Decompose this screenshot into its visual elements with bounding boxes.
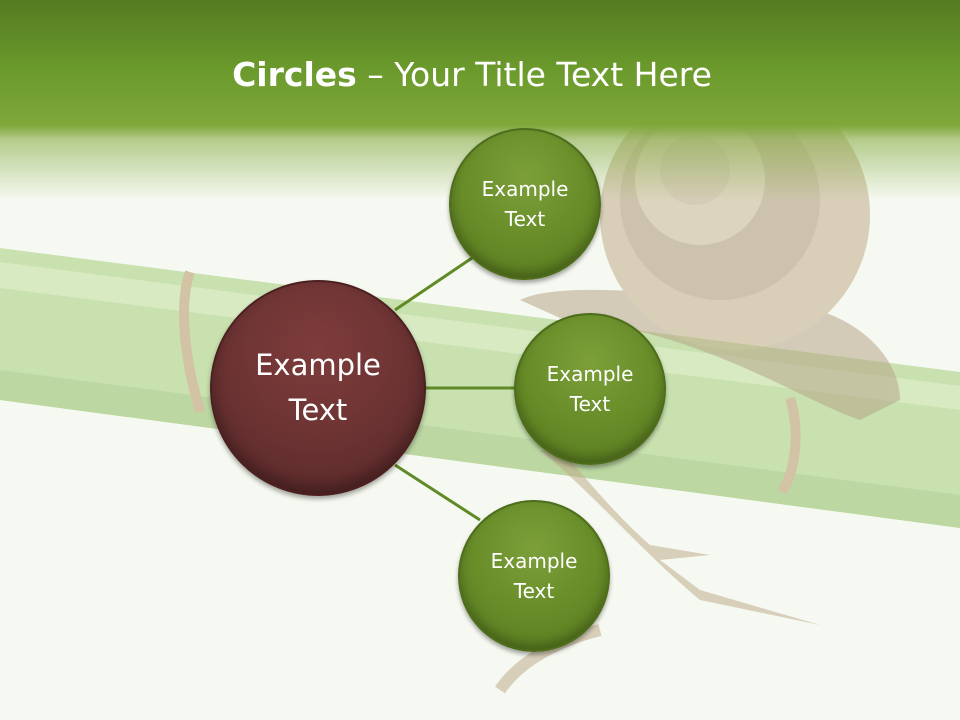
satellite-circle-middle[interactable]: Example Text (514, 313, 666, 465)
connector-to-bottom-circle (394, 463, 481, 522)
center-circle[interactable]: Example Text (210, 280, 426, 496)
connector-to-top-circle (394, 256, 473, 312)
satellite-bottom-label: Example Text (490, 549, 578, 603)
title-rest-part: – Your Title Text Here (356, 55, 712, 94)
satellite-circle-bottom[interactable]: Example Text (458, 500, 610, 652)
title-bold-part: Circles (232, 55, 357, 94)
center-circle-label: Example Text (255, 348, 381, 427)
slide-title: Circles – Your Title Text Here (0, 52, 944, 98)
satellite-circle-top[interactable]: Example Text (449, 128, 601, 280)
satellite-top-label: Example Text (481, 177, 569, 231)
satellite-middle-label: Example Text (546, 362, 634, 416)
